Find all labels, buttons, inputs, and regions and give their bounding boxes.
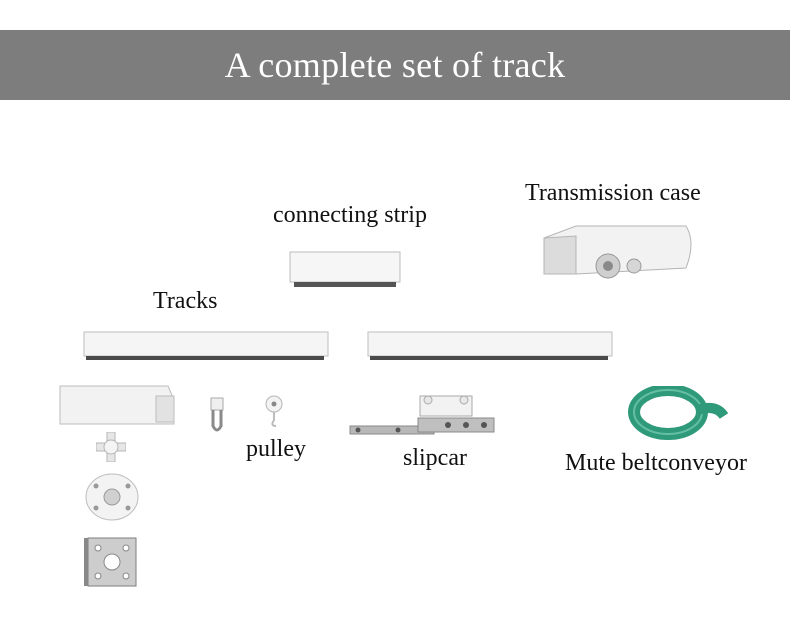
track-right-image [366, 330, 616, 362]
bearing-plate-image [84, 472, 140, 522]
label-pulley: pulley [246, 436, 306, 462]
page-title: A complete set of track [224, 45, 566, 85]
transmission-case-image [536, 218, 696, 282]
title-banner: A complete set of track [0, 30, 790, 100]
track-left-image [82, 330, 332, 362]
label-connecting-strip: connecting strip [273, 202, 427, 228]
hook-image [204, 396, 230, 436]
label-tracks: Tracks [153, 288, 218, 314]
end-cap-image [58, 380, 178, 426]
mounting-plate-image [84, 536, 140, 588]
pulley-image [262, 394, 286, 428]
belt-coil-image [628, 386, 728, 442]
gear-icon [96, 432, 126, 462]
slipcar-image [348, 392, 498, 440]
label-mute-belt: Mute beltconveyor [565, 450, 747, 476]
connecting-strip-image [288, 250, 402, 290]
label-slipcar: slipcar [403, 445, 467, 471]
label-transmission-case: Transmission case [525, 180, 701, 206]
